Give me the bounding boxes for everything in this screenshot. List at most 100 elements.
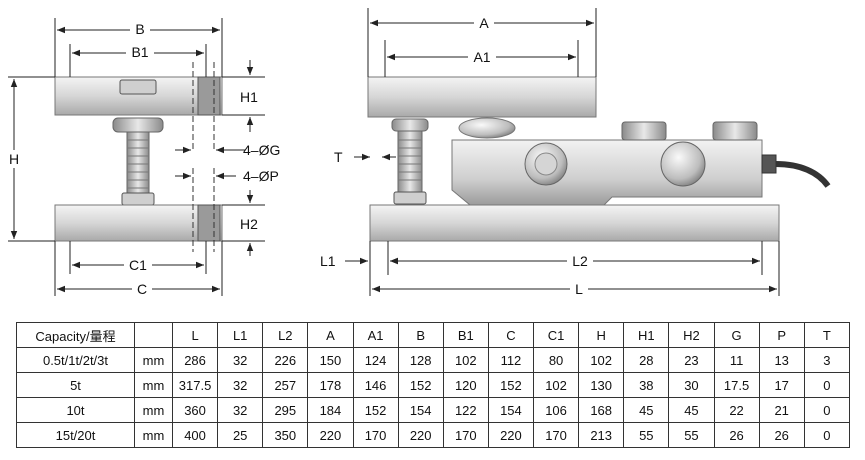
dim-label-A: A [479, 15, 489, 31]
table-cell: 0 [803, 422, 851, 448]
dim-label-L2: L2 [572, 253, 588, 269]
dim-label-C: C [137, 281, 147, 297]
cell-nut-1 [621, 121, 667, 141]
table-header-cell: G [713, 322, 760, 348]
dim-label-G: 4–ØG [243, 142, 280, 158]
table-cell: 226 [262, 347, 309, 373]
table-cell: 220 [397, 422, 444, 448]
table-cell: mm [134, 422, 173, 448]
table-cell: 317.5 [171, 372, 219, 398]
table-cell: 350 [262, 422, 309, 448]
table-cell: 152 [487, 372, 535, 398]
right-top-plate [367, 76, 597, 118]
right-stud-threads [398, 139, 422, 181]
table-cell: 26 [758, 422, 805, 448]
dim-label-H1: H1 [240, 89, 258, 105]
table-cell: 25 [217, 422, 264, 448]
table-cell: 257 [262, 372, 309, 398]
left-top-nut [119, 79, 157, 95]
table-cell: 26 [713, 422, 760, 448]
capacity-cell: 5t [16, 372, 135, 398]
table-cell: 360 [171, 397, 219, 423]
dim-label-L1: L1 [320, 253, 336, 269]
table-cell: 178 [307, 372, 354, 398]
table-header-cell: A [307, 322, 354, 348]
table-cell: 124 [352, 347, 399, 373]
table-cell: 400 [171, 422, 219, 448]
left-bottom-plate [54, 204, 223, 242]
table-cell: 55 [668, 422, 715, 448]
table-cell: 21 [758, 397, 805, 423]
table-cell: 170 [532, 422, 580, 448]
table-cell: 128 [397, 347, 444, 373]
dim-label-P: 4–ØP [243, 168, 279, 184]
table-header-cell: B1 [442, 322, 489, 348]
table-cell: 13 [758, 347, 805, 373]
load-cell-beam [451, 139, 763, 206]
table-cell: 106 [532, 397, 580, 423]
capacity-cell: 10t [16, 397, 135, 423]
table-cell: 220 [307, 422, 354, 448]
table-header-cell: L [171, 322, 219, 348]
right-view: A A1 T L1 L2 L [320, 8, 831, 298]
table-cell: 17 [758, 372, 805, 398]
left-upper-washer [112, 117, 164, 133]
table-cell: 286 [171, 347, 219, 373]
left-view: B B1 H H1 4–ØG 4–ØP H2 [4, 18, 280, 298]
table-cell: 3 [803, 347, 851, 373]
dim-label-H2: H2 [240, 216, 258, 232]
table-cell: 28 [623, 347, 670, 373]
table-header-cell: H1 [623, 322, 670, 348]
table-cell: 22 [713, 397, 760, 423]
table-header-cell: B [397, 322, 444, 348]
left-stud-threads [127, 139, 149, 189]
table-cell: 154 [397, 397, 444, 423]
table-cell: 32 [217, 372, 264, 398]
table-header-cell: T [803, 322, 851, 348]
table-cell: 220 [487, 422, 535, 448]
table-cell: 11 [713, 347, 760, 373]
table-cell: 295 [262, 397, 309, 423]
table-cell: 30 [668, 372, 715, 398]
table-cell: 154 [487, 397, 535, 423]
table-cell: 168 [578, 397, 625, 423]
table-cell: 0 [803, 372, 851, 398]
table-cell: 80 [532, 347, 580, 373]
capacity-cell: 15t/20t [16, 422, 135, 448]
table-header-cell: H2 [668, 322, 715, 348]
table-cell: 120 [442, 372, 489, 398]
table-cell: 112 [487, 347, 535, 373]
dim-label-A1: A1 [473, 49, 490, 65]
table-header-cell: H [578, 322, 625, 348]
table-cell: 102 [532, 372, 580, 398]
table-cell: 45 [668, 397, 715, 423]
table-cell: 55 [623, 422, 670, 448]
table-header-cell: P [758, 322, 805, 348]
table-cell: 146 [352, 372, 399, 398]
right-top-knob [458, 117, 516, 139]
table-cell: mm [134, 397, 173, 423]
table-cell: 0 [803, 397, 851, 423]
dim-label-B1: B1 [131, 44, 148, 60]
table-header-cell [134, 322, 173, 348]
table-cell: 17.5 [713, 372, 760, 398]
dim-label-H: H [9, 151, 19, 167]
table-cell: 23 [668, 347, 715, 373]
dim-label-B: B [135, 21, 144, 37]
table-cell: 170 [352, 422, 399, 448]
table-cell: 152 [397, 372, 444, 398]
dim-label-L: L [575, 281, 583, 297]
table-cell: 170 [442, 422, 489, 448]
cell-nut-2 [712, 121, 758, 141]
left-lower-nut [121, 192, 155, 206]
table-cell: mm [134, 372, 173, 398]
right-stud-washer [391, 118, 429, 132]
table-header-cell: C [487, 322, 535, 348]
